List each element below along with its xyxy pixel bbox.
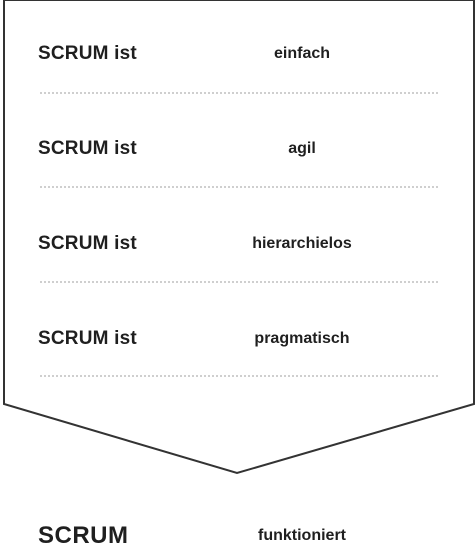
statement-subject: SCRUM ist — [38, 328, 137, 349]
statement-attribute: hierarchielos — [252, 235, 352, 252]
conclusion-subject: SCRUM — [38, 522, 129, 549]
statement-row-2: SCRUM ist agil — [0, 134, 476, 164]
statement-attribute: einfach — [273, 45, 331, 62]
statement-attribute: agil — [288, 140, 316, 157]
conclusion-attribute: funktioniert — [258, 527, 346, 544]
statement-row-4: SCRUM ist pragmatisch — [0, 324, 476, 354]
dotted-divider — [40, 186, 438, 188]
statement-row-1: SCRUM ist einfach — [0, 39, 476, 69]
conclusion-row: SCRUM funktioniert — [0, 521, 476, 549]
statement-subject: SCRUM ist — [38, 138, 137, 159]
statement-attribute: pragmatisch — [254, 330, 350, 347]
statement-subject: SCRUM ist — [38, 233, 137, 254]
dotted-divider — [40, 281, 438, 283]
dotted-divider — [40, 92, 438, 94]
dotted-divider — [40, 375, 438, 377]
statement-row-3: SCRUM ist hierarchielos — [0, 229, 476, 259]
statement-subject: SCRUM ist — [38, 43, 137, 64]
